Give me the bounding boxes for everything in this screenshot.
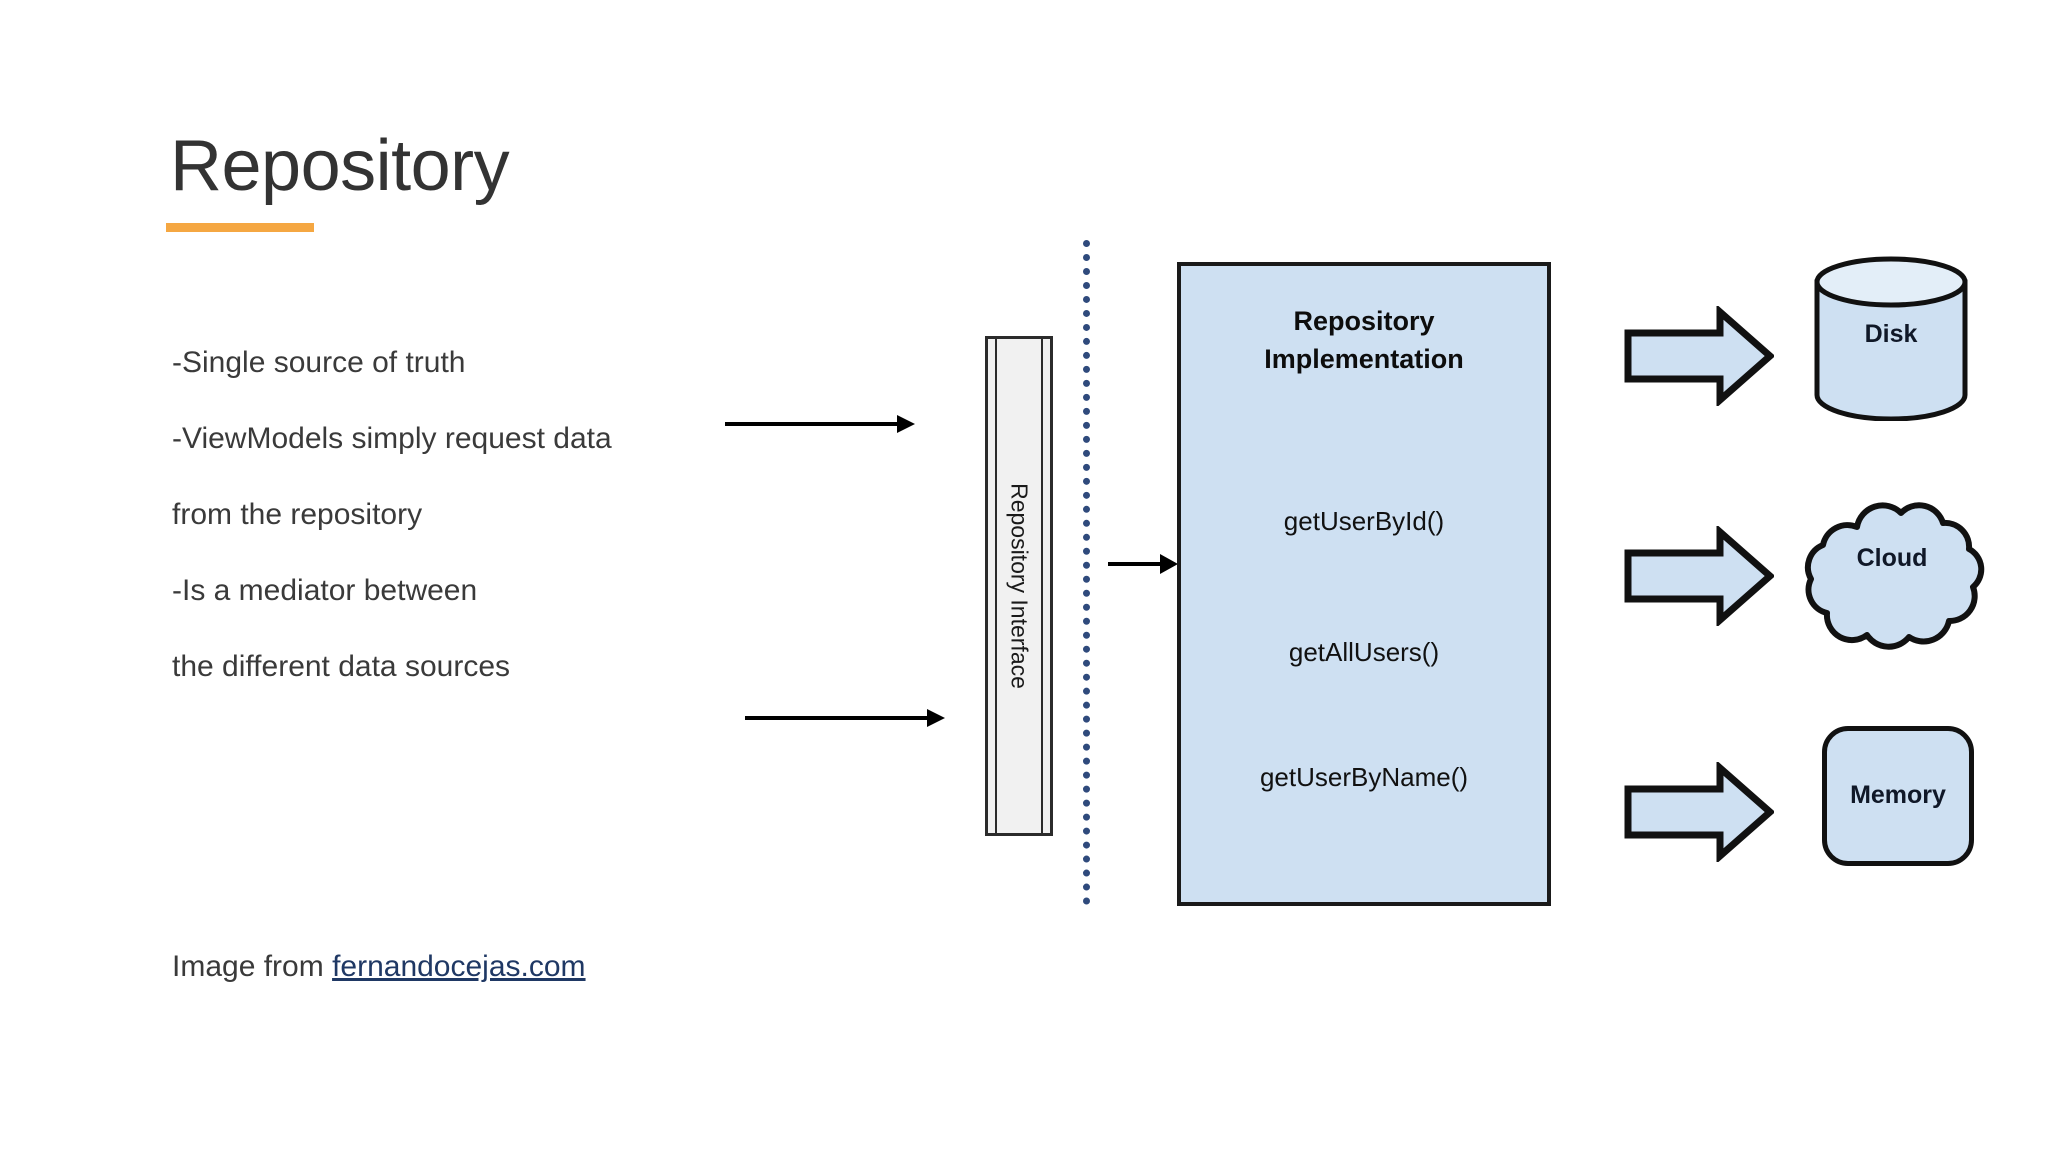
arrow-to-cloud xyxy=(1624,526,1774,626)
bullet-list: -Single source of truth -ViewModels simp… xyxy=(172,325,812,705)
implementation-title-line-2: Implementation xyxy=(1264,344,1464,374)
repository-implementation-box[interactable]: Repository Implementation getUserById() … xyxy=(1177,262,1551,906)
viewmodel-to-interface-arrow-bottom xyxy=(745,709,945,727)
image-credit-prefix: Image from xyxy=(172,950,333,983)
cloud-label: Cloud xyxy=(1856,544,1928,572)
implementation-title-line-1: Repository xyxy=(1293,306,1435,336)
repository-interface-bar[interactable]: Repository Interface xyxy=(985,336,1053,836)
page-title: Repository xyxy=(170,126,510,206)
repository-implementation-title: Repository Implementation xyxy=(1181,302,1547,378)
image-credit: Image from fernandocejas.com xyxy=(172,950,586,984)
arrow-to-memory xyxy=(1624,762,1774,862)
bullet-line: -Is a mediator between xyxy=(172,574,478,607)
bullet-line: -Single source of truth xyxy=(172,346,466,379)
implementation-method: getUserByName() xyxy=(1259,762,1469,792)
viewmodel-to-interface-arrow-top xyxy=(725,415,915,433)
bullet-line: -ViewModels simply request data xyxy=(172,422,612,455)
memory-data-source[interactable]: Memory xyxy=(1822,726,1974,866)
cloud-data-source[interactable]: Cloud xyxy=(1797,487,1987,655)
implementation-method: getAllUsers() xyxy=(1288,637,1440,667)
bullet-line: from the repository xyxy=(172,498,423,531)
arrow-to-disk xyxy=(1624,306,1774,406)
memory-label: Memory xyxy=(1850,781,1946,809)
bullet-line: the different data sources xyxy=(172,650,510,683)
cylinder-icon xyxy=(1814,256,1968,421)
disk-data-source[interactable]: Disk xyxy=(1812,256,1970,421)
interface-to-implementation-arrow xyxy=(1108,554,1178,574)
cloud-icon xyxy=(1804,502,1985,650)
image-credit-link[interactable]: fernandocejas.com xyxy=(332,950,586,983)
disk-label: Disk xyxy=(1864,320,1918,348)
implementation-method: getUserById() xyxy=(1283,506,1445,536)
repository-interface-label: Repository Interface xyxy=(1006,483,1033,689)
title-accent-underline xyxy=(166,223,314,232)
boundary-dotted-line xyxy=(1083,240,1090,905)
